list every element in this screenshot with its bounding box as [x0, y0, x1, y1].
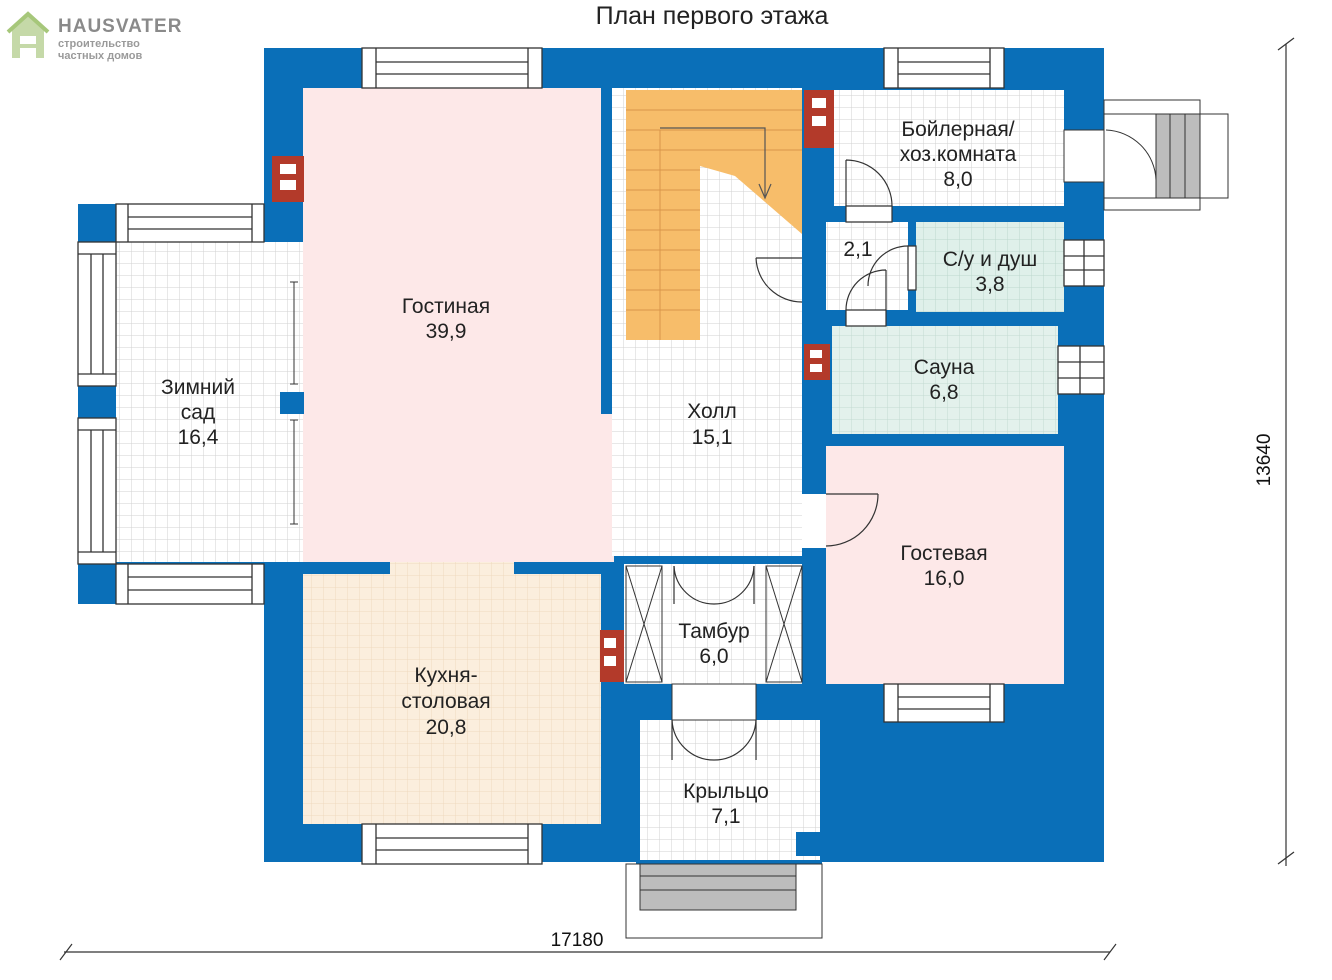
staircase	[626, 90, 802, 340]
dimension-width: 17180	[551, 930, 604, 951]
exterior-stairs	[625, 99, 1229, 939]
hall-name: Холл	[687, 400, 737, 423]
chimney-icon	[600, 630, 624, 682]
garden-name-2: сад	[181, 401, 215, 424]
logo-brand: HAUSVATER	[58, 16, 182, 37]
living-area: 39,9	[426, 320, 467, 343]
bath-name: С/у и душ	[943, 248, 1038, 271]
sauna-name: Сауна	[914, 356, 975, 379]
kitchen-area: 20,8	[426, 716, 467, 739]
guest-area: 16,0	[924, 567, 965, 590]
floor-sauna	[832, 326, 1058, 434]
floor-living-room	[303, 88, 601, 562]
house-logo-icon	[6, 11, 50, 58]
bath-area: 3,8	[975, 273, 1004, 296]
living-name: Гостиная	[402, 295, 490, 318]
chimneys	[272, 90, 834, 682]
porch-name: Крыльцо	[683, 780, 769, 803]
garden-area: 16,4	[178, 426, 219, 449]
openings	[671, 129, 1105, 721]
doors	[280, 159, 917, 761]
boiler-name-2: хоз.комната	[900, 143, 1017, 166]
floor-kitchen	[303, 574, 601, 824]
vestibule-name: Тамбур	[678, 620, 749, 643]
floor-winter-garden	[116, 242, 304, 562]
sauna-area: 6,8	[929, 381, 958, 404]
windows	[77, 47, 1105, 865]
logo-tagline-1: строительство	[58, 38, 140, 50]
vestibule-area: 6,0	[699, 645, 728, 668]
boiler-area: 8,0	[943, 168, 972, 191]
floor-closet	[826, 222, 908, 310]
porch-area: 7,1	[711, 805, 740, 828]
floor-porch	[640, 720, 820, 860]
floor-vestibule	[624, 564, 802, 684]
floor-guest-room	[826, 446, 1064, 684]
kitchen-name-1: Кухня-	[414, 664, 477, 687]
floor-bathroom	[916, 222, 1064, 312]
kitchen-name-2: столовая	[401, 690, 490, 713]
dimension-lines	[59, 37, 1295, 961]
plan-title: План первого этажа	[596, 2, 829, 30]
closet-area: 2,1	[843, 238, 872, 261]
dimension-height: 13640	[1254, 434, 1275, 487]
chimney-icon	[804, 344, 830, 380]
logo-tagline-2: частных домов	[58, 50, 142, 62]
boiler-name-1: Бойлерная/	[901, 118, 1014, 141]
room-floors	[116, 88, 1064, 860]
logo: HAUSVATER строительство частных домов	[6, 11, 182, 62]
floor-boiler-room	[834, 90, 1064, 206]
chimney-icon	[272, 156, 304, 202]
hall-area: 15,1	[692, 426, 733, 449]
room-labels: Гостиная 39,9 Зимний сад 16,4 Кухня- сто…	[161, 118, 1037, 828]
chimney-icon	[804, 90, 834, 148]
garden-name-1: Зимний	[161, 376, 235, 399]
vestibule-closets	[625, 565, 803, 683]
guest-name: Гостевая	[900, 542, 987, 565]
